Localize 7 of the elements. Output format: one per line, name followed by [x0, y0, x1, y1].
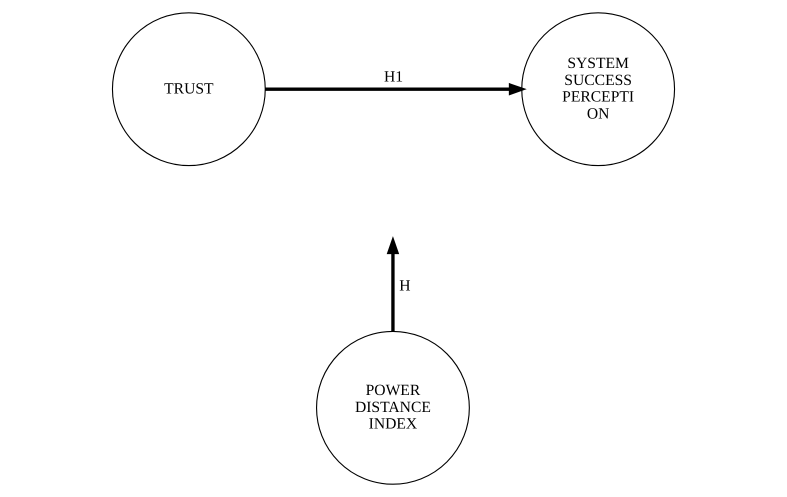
node-circle: SYSTEM SUCCESS PERCEPTI ON [521, 12, 676, 166]
edge-label: H1 [384, 68, 404, 86]
arrow [265, 82, 527, 96]
node-circle: TRUST [112, 12, 266, 166]
arrow [386, 236, 400, 332]
node-circle: POWER DISTANCE INDEX [316, 330, 470, 485]
edge-label: H [399, 277, 411, 294]
